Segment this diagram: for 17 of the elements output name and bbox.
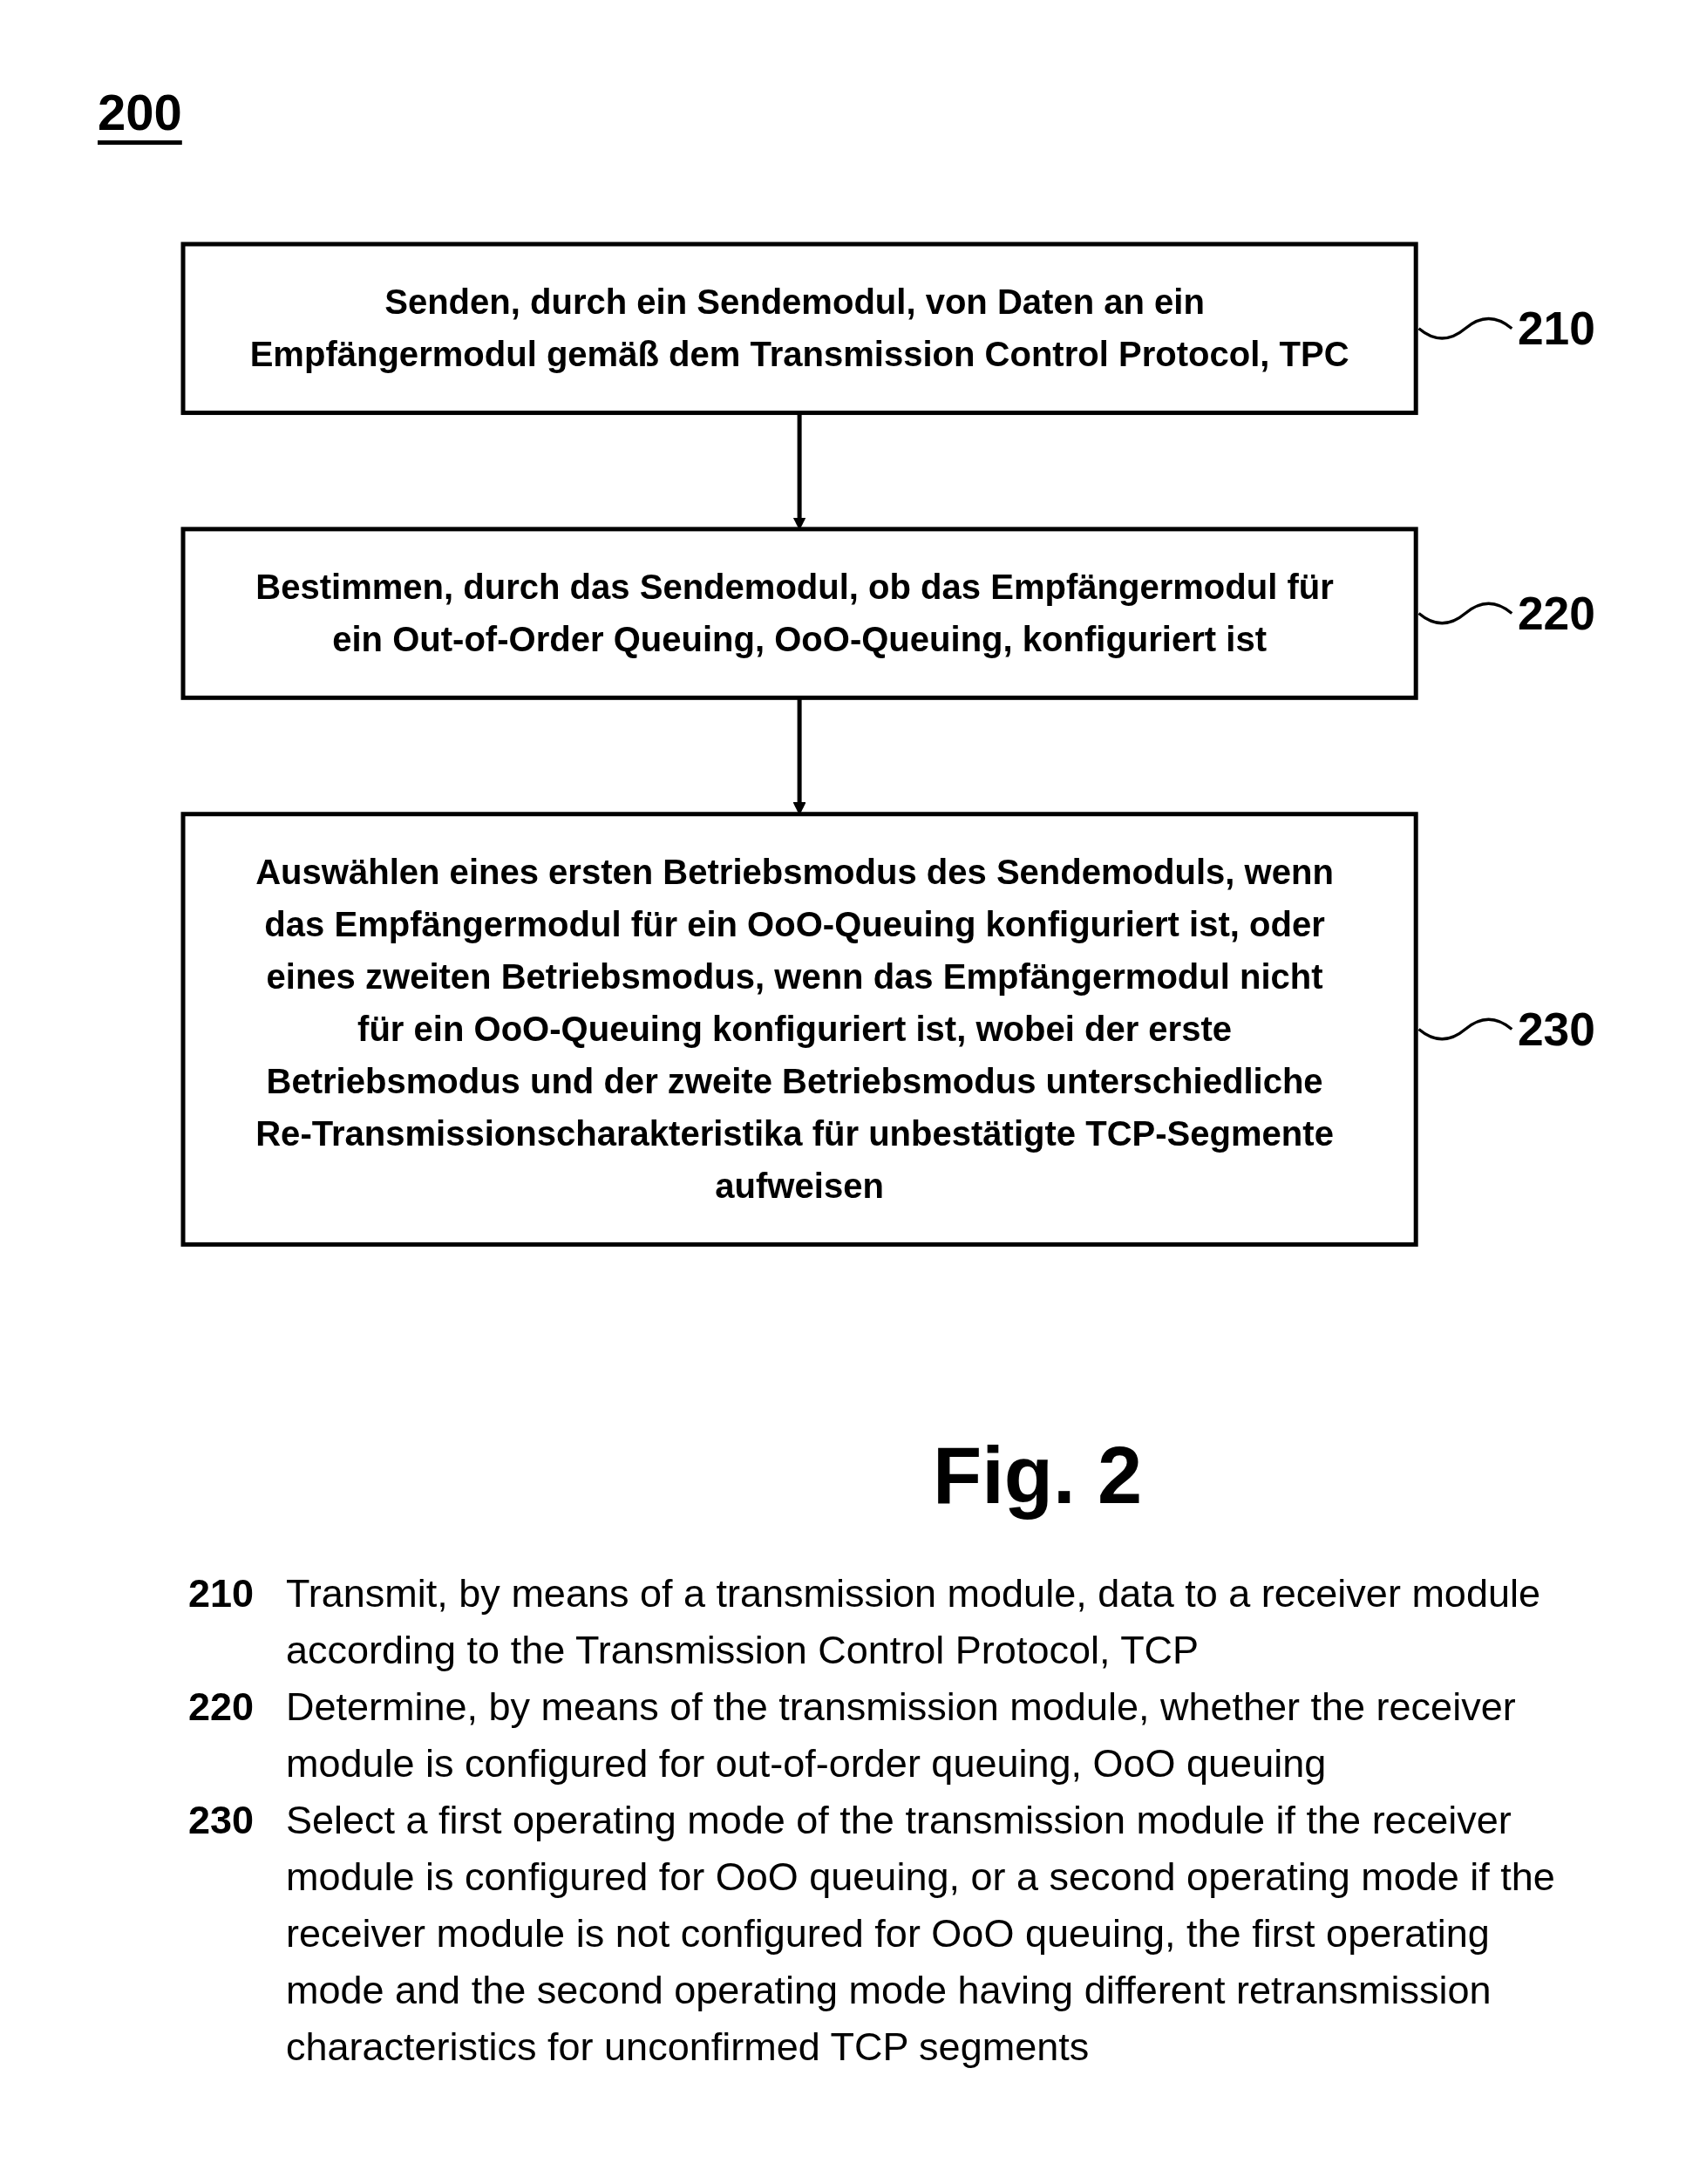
figure-number: 200 (98, 83, 182, 141)
process-box: Senden, durch ein Sendemodul, von Daten an ein Empfängermodul gemäß dem Transmission Control Protocol, TPC (180, 242, 1418, 415)
process-box: Auswählen eines ersten Betriebsmodus des Sendemoduls, wenn das Empfängermodul für ein OoO-Queuing konfiguriert ist, oder eines zweiten Betriebsmodus, wenn das Empfängermodul nicht für ein OoO-Queuing konfiguriert ist, wobei der erste Betriebsmodus und der zweite Betriebsmodus unterschiedliche Re-Transmissionscharakteristika für unbestätigte TCP-Segmente aufweisen (180, 812, 1418, 1247)
process-box: Bestimmen, durch das Sendemodul, ob das Empfängermodul für ein Out-of-Order Queuing, OoO-Queuing, konfiguriert ist (180, 527, 1418, 700)
leader-line (1417, 602, 1513, 625)
description-text: Transmit, by means of a transmission module, data to a receiver module according to the Transmission Control Protocol, TCP (286, 1570, 1541, 1674)
reference-numeral: 210 (188, 1570, 255, 1617)
reference-numeral: 230 (188, 1797, 255, 1844)
leader-line (1417, 316, 1513, 340)
reference-numeral: 220 (1517, 587, 1595, 639)
reference-numeral: 230 (1517, 1003, 1595, 1055)
reference-numeral: 220 (188, 1684, 255, 1731)
leader-line (1417, 1017, 1513, 1041)
figure-caption: Fig. 2 (933, 1430, 1143, 1521)
reference-numeral: 210 (1517, 303, 1595, 355)
description-text: Determine, by means of the transmission module, whether the receiver module is configured for out-of-order queuing, OoO queuing (286, 1684, 1517, 1787)
description-text: Select a first operating mode of the transmission module if the receiver module is configured for OoO queuing, or a second operating mode if the receiver module is not configured for OoO queuing, the first operating mode and the second operating mode having different retransmission characteristics for unconfirmed TCP segments (286, 1797, 1556, 2071)
